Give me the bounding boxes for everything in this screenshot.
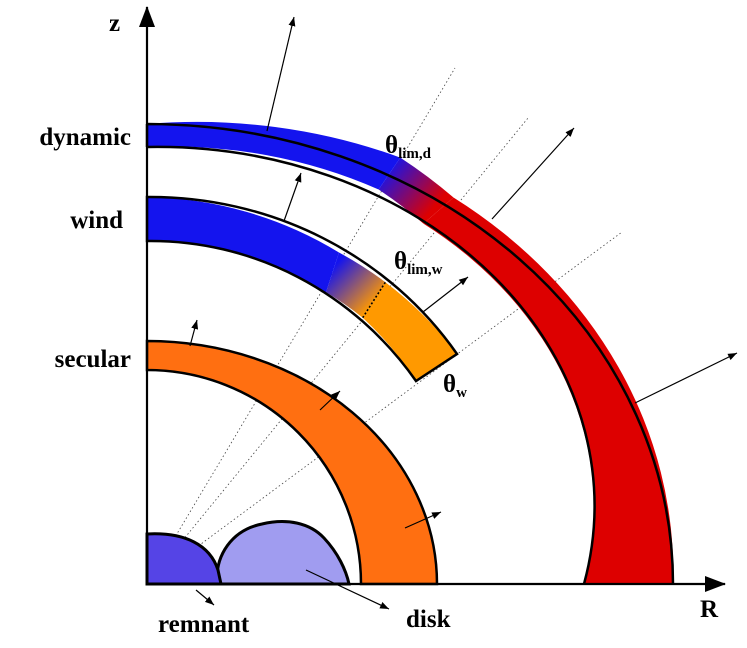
axes xyxy=(139,6,726,592)
dynamic-shell-red-region xyxy=(423,197,674,584)
theta-subscript: w xyxy=(456,385,467,401)
dynamic-ejecta-shell xyxy=(145,121,675,585)
secular-outflow-arrow xyxy=(319,390,341,411)
angle-guide-line xyxy=(146,67,456,585)
remnant-shape xyxy=(145,532,223,586)
dynamic-shell-transition xyxy=(378,157,454,224)
dynamic-label: dynamic xyxy=(39,124,131,151)
secular-label: secular xyxy=(55,346,131,373)
secular-outflow-arrow xyxy=(404,511,442,529)
wind-shell-orange-region xyxy=(362,282,457,381)
wind-label: wind xyxy=(70,207,123,234)
wind-shell-outline xyxy=(145,195,459,383)
z-axis-label: z xyxy=(109,10,120,37)
disk-label: disk xyxy=(406,606,451,633)
angle-guide-line xyxy=(146,117,529,585)
disk-shape xyxy=(215,520,351,586)
theta-subscript: lim,d xyxy=(398,146,432,162)
wind-shell-transition xyxy=(326,252,386,318)
theta-subscript: lim,w xyxy=(407,262,443,278)
theta-symbol: θ xyxy=(394,248,407,275)
theta-w-label: θw xyxy=(443,371,467,401)
theta-lim-w-label: θlim,w xyxy=(394,248,443,278)
dynamic-outflow-arrow xyxy=(634,352,738,404)
theta-symbol: θ xyxy=(443,371,456,398)
secular-outflow-arrow xyxy=(189,319,199,347)
r-axis-label: R xyxy=(700,596,719,623)
dynamic-shell-blue-region xyxy=(147,121,401,190)
remnant-label: remnant xyxy=(158,611,250,638)
remnant-pointer-arrow xyxy=(195,589,215,606)
wind-outflow-arrow xyxy=(283,172,302,222)
wind-ejecta-shell xyxy=(145,195,459,383)
theta-lim-w-boundary xyxy=(362,281,387,319)
theta-symbol: θ xyxy=(385,132,398,159)
secular-ejecta-shell xyxy=(145,339,439,586)
dynamic-outflow-arrow xyxy=(266,16,296,132)
dynamic-outflow-arrow xyxy=(491,127,575,220)
wind-shell-blue-region xyxy=(147,197,339,293)
outflow-arrows xyxy=(189,16,738,610)
theta-lim-d-label: θlim,d xyxy=(385,132,432,162)
disk-pointer-arrow xyxy=(305,569,390,610)
wind-outflow-arrow xyxy=(422,276,469,313)
